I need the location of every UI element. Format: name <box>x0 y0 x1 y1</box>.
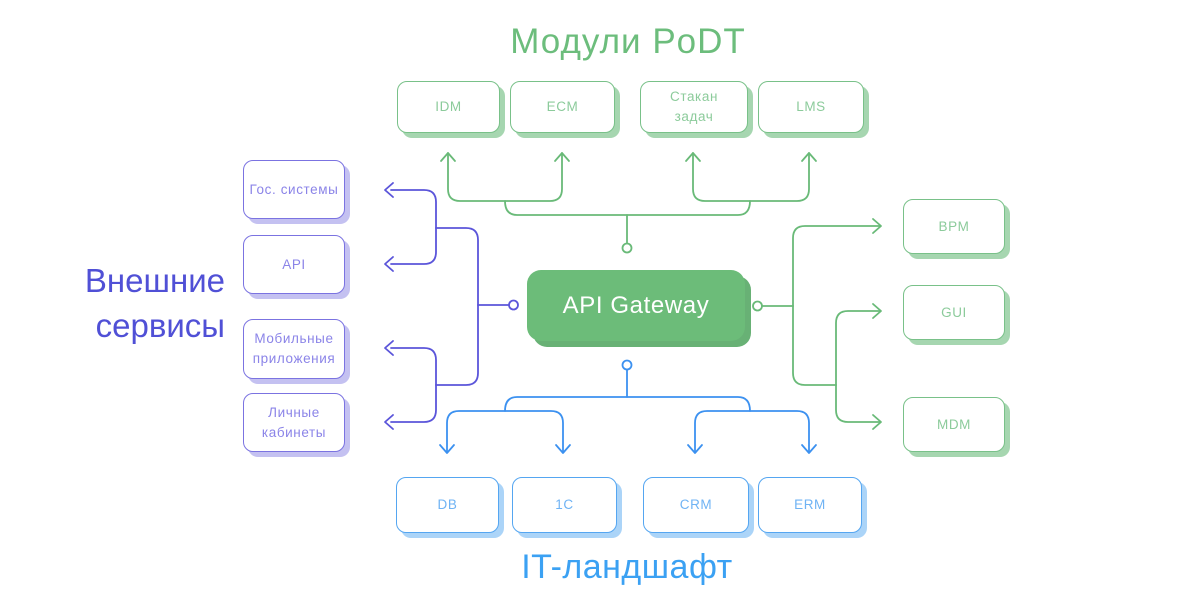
internal-branch-bpm <box>792 225 881 307</box>
internal-branch-gui <box>835 310 881 386</box>
node-label: Личные кабинеты <box>261 404 327 440</box>
external-branch-4 <box>390 384 437 423</box>
arrow-down-icon <box>801 444 817 454</box>
arrow-right-icon <box>872 303 882 319</box>
node-label: Стакан задач <box>669 89 719 124</box>
arrow-right-icon <box>872 218 882 234</box>
node-mobilnye-prilozheniya: Мобильные приложения <box>243 319 345 379</box>
api-gateway-label: API Gateway <box>562 291 710 319</box>
arrow-down-icon <box>555 444 571 454</box>
node-bpm: BPM <box>903 199 1005 254</box>
node-label: ERM <box>794 497 826 513</box>
arrow-up-icon <box>440 152 456 162</box>
arrow-left-icon <box>384 414 394 430</box>
external-services-title-line1: Внешние <box>84 262 225 299</box>
node-label: IDM <box>435 99 462 115</box>
it-landscape-title: IT-ландшафт <box>521 548 733 586</box>
arrow-left-icon <box>384 340 394 356</box>
node-label: CRM <box>679 497 713 513</box>
arrow-down-icon <box>687 444 703 454</box>
connector-external <box>384 182 519 430</box>
node-label: API <box>282 256 306 272</box>
modules-port-icon <box>621 242 633 254</box>
arrow-up-icon <box>554 152 570 162</box>
landscape-right-fork <box>694 410 810 453</box>
node-label: LMS <box>796 99 826 115</box>
external-trunk-down <box>435 304 479 386</box>
node-label: MDM <box>936 416 972 432</box>
internal-port-icon <box>752 300 763 312</box>
modules-left-fork <box>447 152 563 202</box>
node-lichnye-kabinety: Личные кабинеты <box>243 393 345 452</box>
modules-main-bar <box>504 200 751 216</box>
external-services-title-line2: сервисы <box>95 307 225 344</box>
modules-title: Модули PoDT <box>510 22 746 61</box>
connector-modules <box>440 152 817 254</box>
arrow-left-icon <box>384 182 394 198</box>
external-services-title: Внешние сервисы <box>25 258 225 348</box>
internal-branch-mdm <box>835 384 881 423</box>
node-1c: 1C <box>512 477 617 533</box>
node-lms: LMS <box>758 81 864 133</box>
arrow-up-icon <box>685 152 701 162</box>
node-gos-sistemy: Гос. системы <box>243 160 345 219</box>
node-api: API <box>243 235 345 294</box>
node-label: Мобильные приложения <box>252 331 336 366</box>
node-crm: CRM <box>643 477 749 533</box>
connector-landscape <box>439 359 817 454</box>
node-ecm: ECM <box>510 81 615 133</box>
external-branch-2 <box>390 227 437 265</box>
connector-internal <box>752 218 882 430</box>
landscape-left-fork <box>446 410 564 453</box>
node-erm: ERM <box>758 477 862 533</box>
arrow-left-icon <box>384 256 394 272</box>
node-label: DB <box>437 497 458 513</box>
node-label: BPM <box>938 218 970 234</box>
api-gateway-node: API Gateway <box>527 270 745 341</box>
node-label: ECM <box>546 99 579 115</box>
external-trunk-up <box>435 227 479 306</box>
external-port-icon <box>508 299 519 311</box>
node-idm: IDM <box>397 81 500 133</box>
node-db: DB <box>396 477 499 533</box>
node-label: Гос. системы <box>249 181 339 197</box>
node-label: 1C <box>555 497 574 513</box>
arrow-up-icon <box>801 152 817 162</box>
arrow-right-icon <box>872 414 882 430</box>
landscape-port-icon <box>621 359 633 371</box>
node-label: GUI <box>941 304 967 320</box>
external-branch-1 <box>390 189 437 229</box>
node-stakan-zadach: Стакан задач <box>640 81 748 133</box>
node-mdm: MDM <box>903 397 1005 452</box>
modules-right-fork <box>692 152 810 202</box>
node-gui: GUI <box>903 285 1005 340</box>
internal-trunk-down <box>792 305 837 386</box>
arrow-down-icon <box>439 444 455 454</box>
landscape-main-bar <box>504 396 751 412</box>
external-branch-3 <box>390 347 437 386</box>
